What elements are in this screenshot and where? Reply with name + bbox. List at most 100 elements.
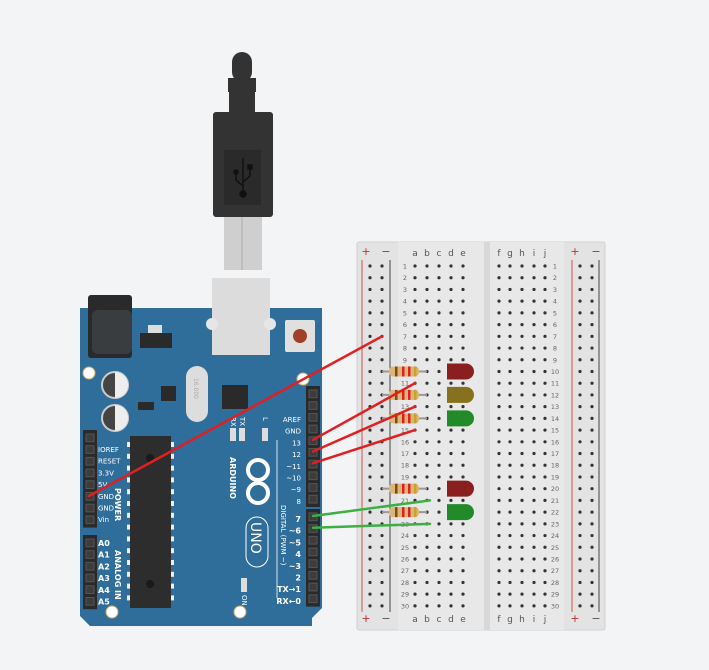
breadboard-hole[interactable] [520, 311, 524, 315]
breadboard-hole[interactable] [578, 545, 582, 549]
breadboard-hole[interactable] [532, 287, 536, 292]
breadboard-hole[interactable] [590, 440, 594, 444]
breadboard-hole[interactable] [380, 276, 384, 280]
breadboard-hole[interactable] [449, 533, 453, 538]
breadboard-hole[interactable] [413, 451, 417, 456]
breadboard-hole[interactable] [590, 428, 594, 432]
breadboard-hole[interactable] [425, 405, 429, 409]
breadboard-hole[interactable] [368, 369, 372, 374]
breadboard-hole[interactable] [508, 451, 512, 456]
breadboard-hole[interactable] [543, 510, 547, 514]
breadboard-hole[interactable] [368, 276, 372, 280]
breadboard-hole[interactable] [497, 428, 501, 432]
breadboard-hole[interactable] [578, 475, 582, 479]
breadboard-hole[interactable] [437, 287, 441, 292]
breadboard-hole[interactable] [437, 569, 441, 573]
breadboard-hole[interactable] [461, 264, 465, 268]
breadboard-hole[interactable] [461, 381, 465, 385]
led[interactable] [447, 363, 474, 380]
breadboard-hole[interactable] [532, 545, 536, 549]
breadboard-hole[interactable] [368, 440, 372, 444]
header-pin[interactable] [85, 561, 95, 571]
breadboard-hole[interactable] [508, 510, 512, 514]
breadboard-hole[interactable] [543, 580, 547, 585]
breadboard-hole[interactable] [590, 346, 594, 350]
breadboard-hole[interactable] [368, 569, 372, 573]
breadboard-hole[interactable] [543, 287, 547, 292]
breadboard-hole[interactable] [449, 475, 453, 479]
breadboard-hole[interactable] [461, 545, 465, 549]
breadboard-hole[interactable] [508, 358, 512, 362]
breadboard-hole[interactable] [380, 381, 384, 385]
header-pin[interactable] [308, 471, 318, 481]
breadboard-hole[interactable] [425, 323, 429, 327]
breadboard-hole[interactable] [368, 416, 372, 420]
header-pin[interactable] [308, 594, 318, 604]
breadboard-hole[interactable] [449, 311, 453, 315]
breadboard-hole[interactable] [532, 440, 536, 444]
breadboard-hole[interactable] [449, 580, 453, 585]
header-pin[interactable] [308, 535, 318, 545]
breadboard-hole[interactable] [425, 545, 429, 549]
breadboard-hole[interactable] [578, 463, 582, 467]
breadboard-hole[interactable] [508, 416, 512, 420]
breadboard-hole[interactable] [368, 381, 372, 385]
breadboard-hole[interactable] [380, 264, 384, 268]
header-pin[interactable] [308, 483, 318, 492]
breadboard-hole[interactable] [590, 522, 594, 526]
breadboard-hole[interactable] [413, 299, 417, 303]
breadboard-hole[interactable] [532, 533, 536, 538]
breadboard-hole[interactable] [532, 416, 536, 420]
breadboard-hole[interactable] [508, 299, 512, 303]
breadboard-hole[interactable] [437, 323, 441, 327]
led[interactable] [447, 504, 474, 521]
breadboard-hole[interactable] [380, 557, 384, 561]
breadboard-hole[interactable] [380, 299, 384, 303]
breadboard-hole[interactable] [578, 569, 582, 573]
breadboard-hole[interactable] [520, 604, 524, 608]
breadboard-hole[interactable] [368, 311, 372, 315]
breadboard-hole[interactable] [532, 311, 536, 315]
breadboard-hole[interactable] [425, 440, 429, 444]
led[interactable] [447, 410, 474, 427]
breadboard-hole[interactable] [368, 604, 372, 608]
breadboard-hole[interactable] [449, 299, 453, 303]
breadboard-hole[interactable] [532, 569, 536, 573]
breadboard-hole[interactable] [380, 451, 384, 456]
breadboard-hole[interactable] [425, 533, 429, 538]
breadboard-hole[interactable] [520, 358, 524, 362]
breadboard-hole[interactable] [578, 557, 582, 561]
breadboard-hole[interactable] [543, 299, 547, 303]
breadboard-hole[interactable] [368, 580, 372, 585]
breadboard-hole[interactable] [449, 276, 453, 280]
header-pin[interactable] [308, 547, 318, 557]
breadboard-hole[interactable] [520, 475, 524, 479]
breadboard-hole[interactable] [590, 475, 594, 479]
breadboard-hole[interactable] [437, 358, 441, 362]
breadboard-hole[interactable] [578, 358, 582, 362]
breadboard-hole[interactable] [520, 498, 524, 502]
breadboard-hole[interactable] [449, 604, 453, 608]
breadboard-hole[interactable] [449, 358, 453, 362]
breadboard-hole[interactable] [368, 334, 372, 338]
breadboard-hole[interactable] [437, 522, 441, 526]
breadboard-hole[interactable] [380, 287, 384, 292]
breadboard-hole[interactable] [520, 323, 524, 327]
breadboard-hole[interactable] [532, 276, 536, 280]
breadboard-hole[interactable] [578, 580, 582, 585]
breadboard-hole[interactable] [543, 323, 547, 327]
breadboard-hole[interactable] [590, 358, 594, 362]
breadboard-hole[interactable] [413, 533, 417, 538]
breadboard-hole[interactable] [543, 311, 547, 315]
breadboard-hole[interactable] [461, 592, 465, 596]
header-pin[interactable] [85, 585, 95, 594]
breadboard-hole[interactable] [497, 416, 501, 420]
breadboard-hole[interactable] [543, 475, 547, 479]
breadboard-hole[interactable] [520, 557, 524, 561]
usb-cable[interactable] [213, 52, 273, 270]
breadboard-hole[interactable] [508, 440, 512, 444]
breadboard-hole[interactable] [578, 510, 582, 514]
breadboard-hole[interactable] [425, 592, 429, 596]
breadboard-hole[interactable] [413, 264, 417, 268]
breadboard-hole[interactable] [520, 592, 524, 596]
